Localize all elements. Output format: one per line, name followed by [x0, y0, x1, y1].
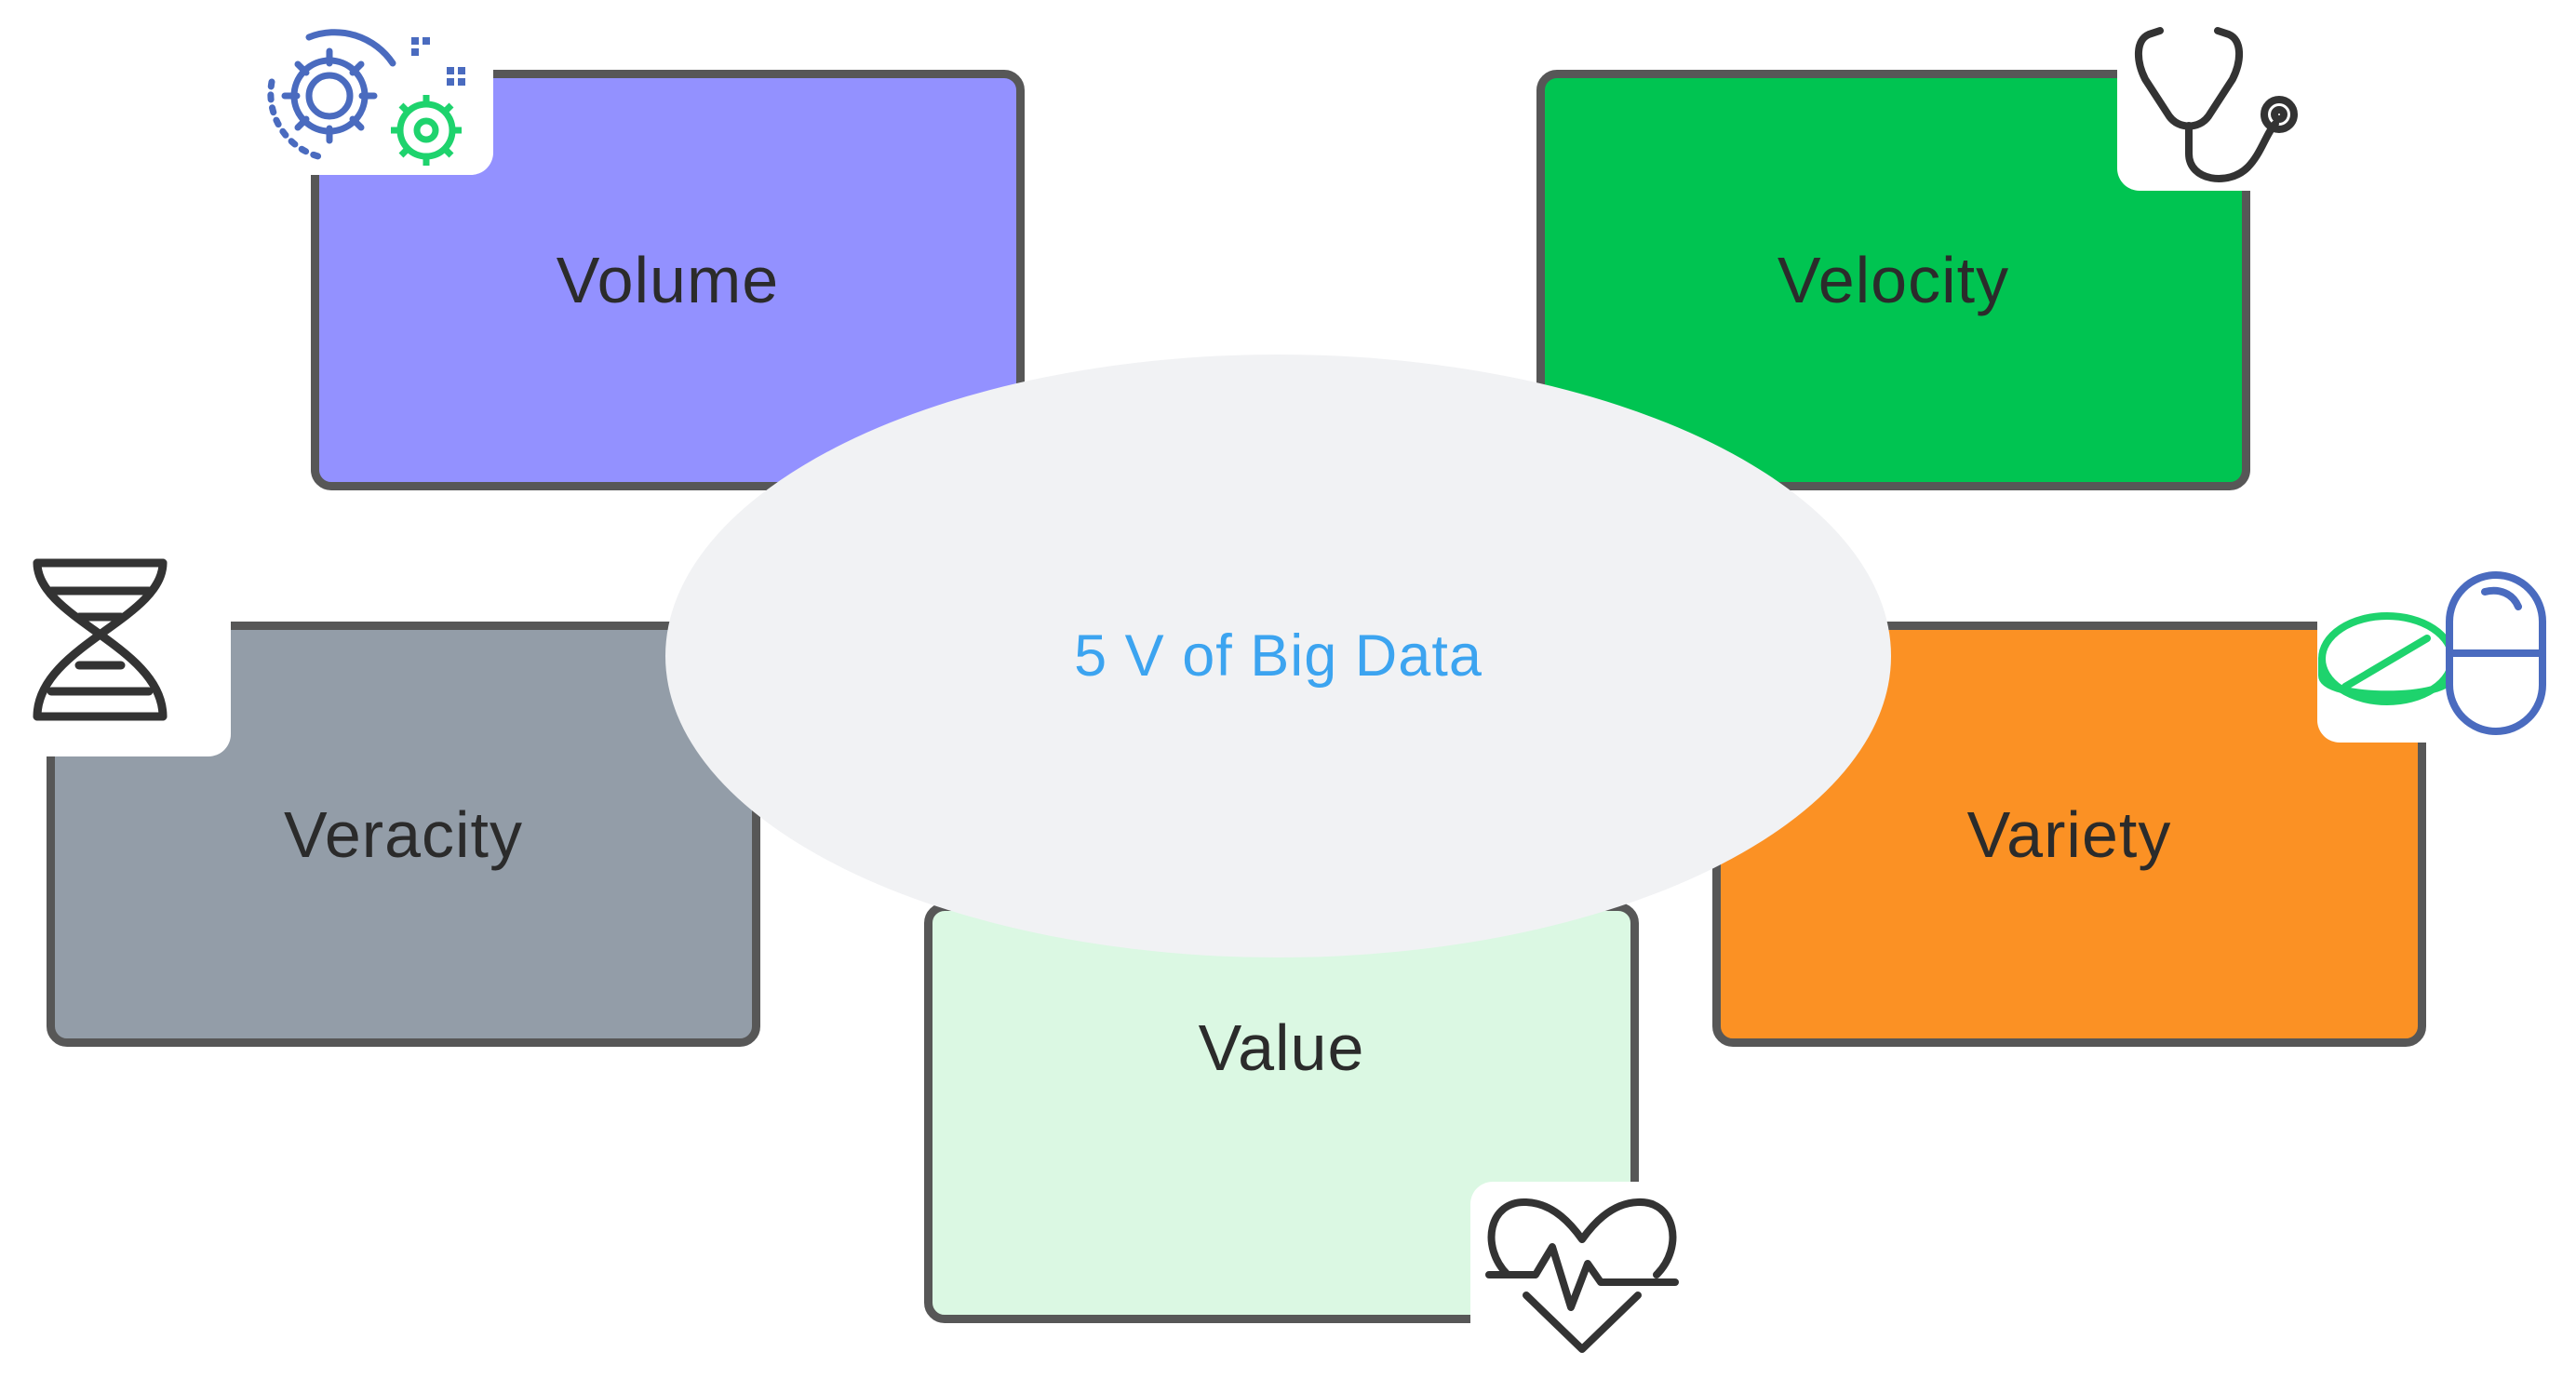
velocity-label: Velocity — [1777, 244, 2010, 316]
volume-icon-box — [244, 26, 493, 175]
hub-title: 5 V of Big Data — [1074, 623, 1483, 689]
value-icon-box — [1470, 1182, 1694, 1368]
value-label: Value — [1198, 1011, 1365, 1084]
gears-icon — [267, 29, 465, 166]
velocity-card: Velocity — [1536, 70, 2250, 490]
hub-ellipse: 5 V of Big Data — [665, 355, 1891, 957]
volume-label: Volume — [556, 244, 780, 316]
velocity-icon-box — [2117, 14, 2314, 191]
veracity-icon-box — [0, 544, 231, 756]
dna-icon — [33, 558, 168, 721]
stethoscope-icon — [2135, 27, 2298, 182]
pills-icon — [2318, 571, 2546, 735]
variety-icon-box — [2317, 556, 2550, 743]
variety-label: Variety — [1966, 797, 2172, 871]
heart-pulse-icon — [1485, 1198, 1679, 1353]
veracity-label: Veracity — [284, 797, 523, 871]
